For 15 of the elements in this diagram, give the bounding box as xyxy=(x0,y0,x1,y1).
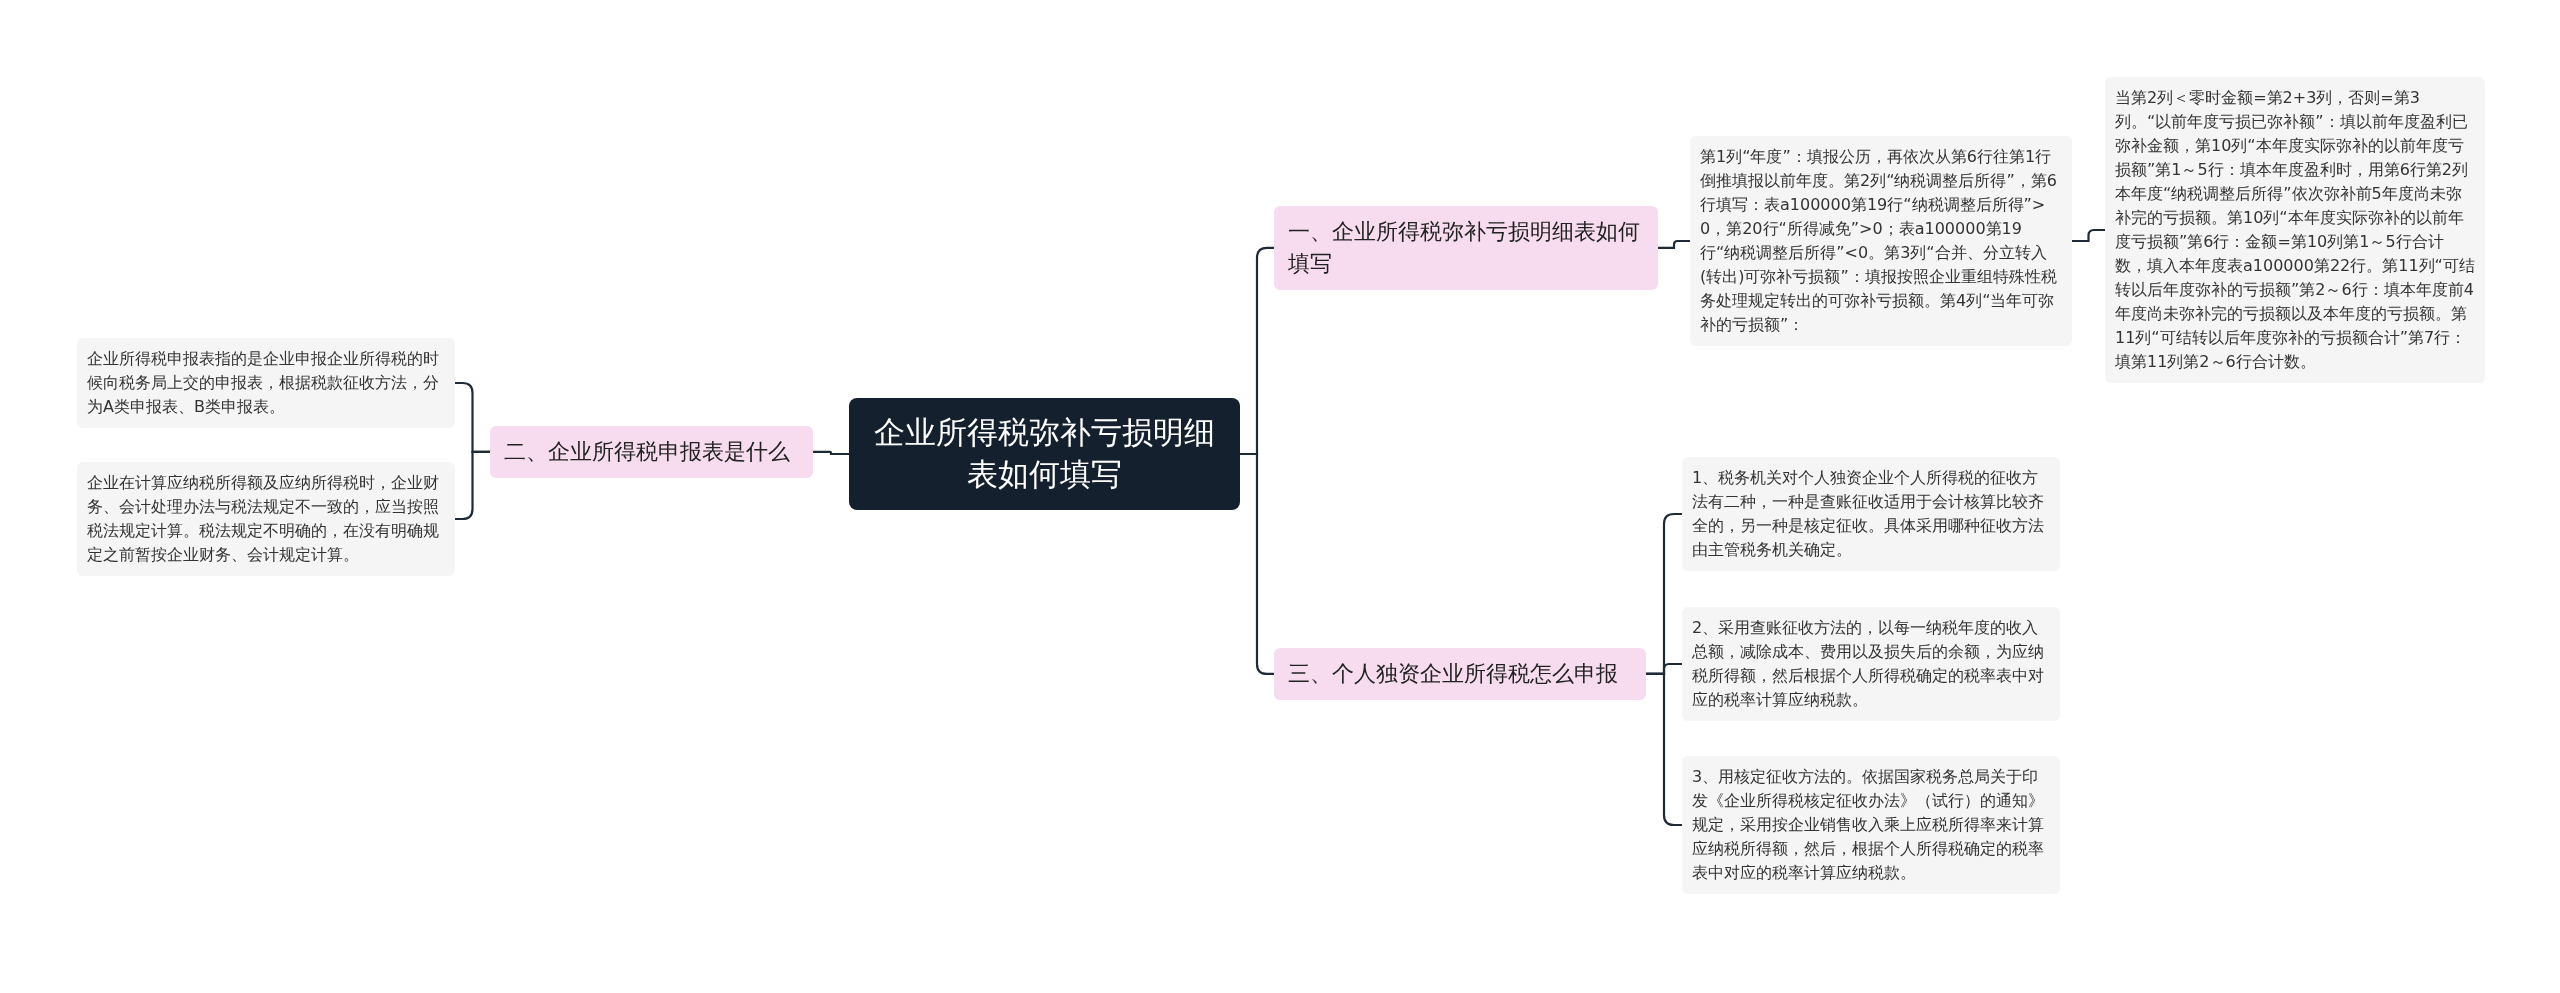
note-box: 当第2列＜零时金额=第2+3列，否则=第3列。“以前年度亏损已弥补额”：填以前年度盈利已弥补金额，第10列“本年度实际弥补的以前年度亏损额”第1～5行：填本年度盈利时，用第6行第2列本年度“纳税调整后所得”依次弥补前5年度尚未弥补完的亏损额。第10列“本年度实际弥补的以前年度亏损额”第6行：金额=第10列第1～5行合计数，填入本年度表a100000第22行。第11列“可结转以后年度弥补的亏损额”第2～6行：填本年度前4年度尚未弥补完的亏损额以及本年度的亏损额。第11列“可结转以后年度弥补的亏损额合计”第7行：填第11列第2～6行合计数。 xyxy=(2105,77,2485,383)
connector-line xyxy=(813,450,849,456)
topic-box: 三、个人独资企业所得税怎么申报 xyxy=(1274,648,1646,700)
note-box: 3、用核定征收方法的。依据国家税务总局关于印发《企业所得税核定征收办法》（试行）的通知》规定，采用按企业销售收入乘上应税所得率来计算应纳税所得额，然后，根据个人所得税确定的税率表中对应的税率计算应纳税款。 xyxy=(1682,756,2060,894)
connector-line xyxy=(1658,239,1690,249)
note-box: 1、税务机关对个人独资企业个人所得税的征收方法有二种，一种是查账征收适用于会计核算比较齐全的，另一种是核定征收。具体采用哪种征收方法由主管税务机关确定。 xyxy=(1682,457,2060,571)
note-box: 2、采用查账征收方法的，以每一纳税年度的收入总额，减除成本、费用以及损失后的余额，为应纳税所得额，然后根据个人所得税确定的税率表中对应的税率计算应纳税款。 xyxy=(1682,607,2060,721)
topic-box: 二、企业所得税申报表是什么 xyxy=(490,426,813,478)
note-box: 企业所得税申报表指的是企业申报企业所得税的时候向税务局上交的申报表，根据税款征收方法，分为A类申报表、B类申报表。 xyxy=(77,338,455,428)
central-topic-box: 企业所得税弥补亏损明细表如何填写 xyxy=(849,398,1240,510)
topic-box: 一、企业所得税弥补亏损明细表如何填写 xyxy=(1274,206,1658,290)
note-box: 第1列“年度”：填报公历，再依次从第6行往第1行倒推填报以前年度。第2列“纳税调整后所得”，第6行填写：表a100000第19行“纳税调整后所得”>0，第20行“所得减免”>0；表a100000第19行“纳税调整后所得”<0。第3列“合并、分立转入(转出)可弥补亏损额”：填报按照企业重组特殊性税务处理规定转出的可弥补亏损额。第4列“当年可弥补的亏损额”： xyxy=(1690,136,2072,346)
note-box: 企业在计算应纳税所得额及应纳所得税时，企业财务、会计处理办法与税法规定不一致的，应当按照税法规定计算。税法规定不明确的，在没有明确规定之前暂按企业财务、会计规定计算。 xyxy=(77,462,455,576)
connector-line xyxy=(2072,228,2105,243)
connector-line xyxy=(1646,672,1682,827)
